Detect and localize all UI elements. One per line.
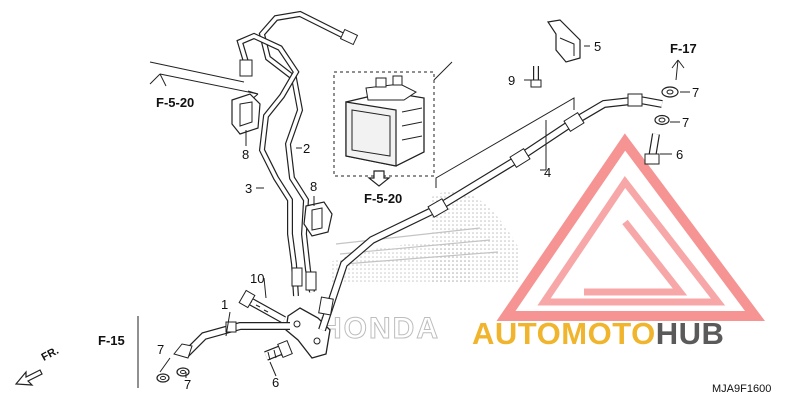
callout-part-8-middle: 8 [310,179,318,194]
upper-washers[interactable] [654,86,679,126]
reference-f-5-20-left[interactable]: F-5-20 [156,95,195,110]
clip-bolt-9[interactable] [530,66,542,88]
banjo-bolt-top[interactable] [644,133,660,165]
maker-mark-watermark: HONDA [320,312,440,345]
callout-part-3: 3 [245,181,253,196]
reference-f-15[interactable]: F-15 [98,333,125,348]
callout-part-4: 4 [544,165,552,180]
abs-modulator[interactable] [333,61,453,177]
brake-pipe-2[interactable] [258,10,350,293]
reference-arrow-f17 [671,59,685,69]
callout-part-9: 9 [508,73,516,88]
banjo-bolt-bottom[interactable] [264,339,293,361]
callout-part-6-top: 6 [676,147,684,162]
callout-part-7-top: 7 [692,85,700,100]
brake-pipe-3[interactable] [236,32,300,297]
brand-watermark-text: AUTOMOTOHUB [472,318,724,349]
hose-clip-5[interactable] [546,19,581,63]
callout-part-5: 5 [594,39,602,54]
joint-bolt[interactable] [238,289,286,324]
pipe-clamp-left[interactable] [231,93,261,135]
callout-part-8-left: 8 [242,147,250,162]
wing-emblem-watermark: HONDA [320,190,520,346]
callout-part-6-bottom: 6 [272,375,280,390]
pipe-clamp-middle[interactable] [303,201,333,237]
three-way-joint[interactable] [285,307,331,359]
reference-f-5-20-center[interactable]: F-5-20 [364,191,403,206]
callout-part-1: 1 [221,297,229,312]
reference-f-17[interactable]: F-17 [670,41,697,56]
brake-hose-4[interactable] [318,93,663,332]
brand-word-2: HUB [655,316,725,351]
callout-part-7-mid: 7 [682,115,690,130]
callout-part-2: 2 [303,141,311,156]
callout-part-7-left-lower: 7 [184,377,192,392]
callout-part-10: 10 [250,271,265,286]
leader-lines [137,45,690,388]
pipe-fitting-top[interactable] [239,28,359,291]
brand-word-1: AUTOMOTO [472,316,656,351]
front-arrow-icon [14,369,43,386]
triangle-logo-watermark [496,133,765,321]
diagram-code: MJA9F1600 [712,383,772,395]
reference-arrows-left [149,61,259,101]
leader-4 [435,97,575,188]
callout-part-7-left: 7 [157,342,165,357]
brake-hose-1[interactable] [173,321,290,359]
arrow-down-icon [367,170,391,187]
